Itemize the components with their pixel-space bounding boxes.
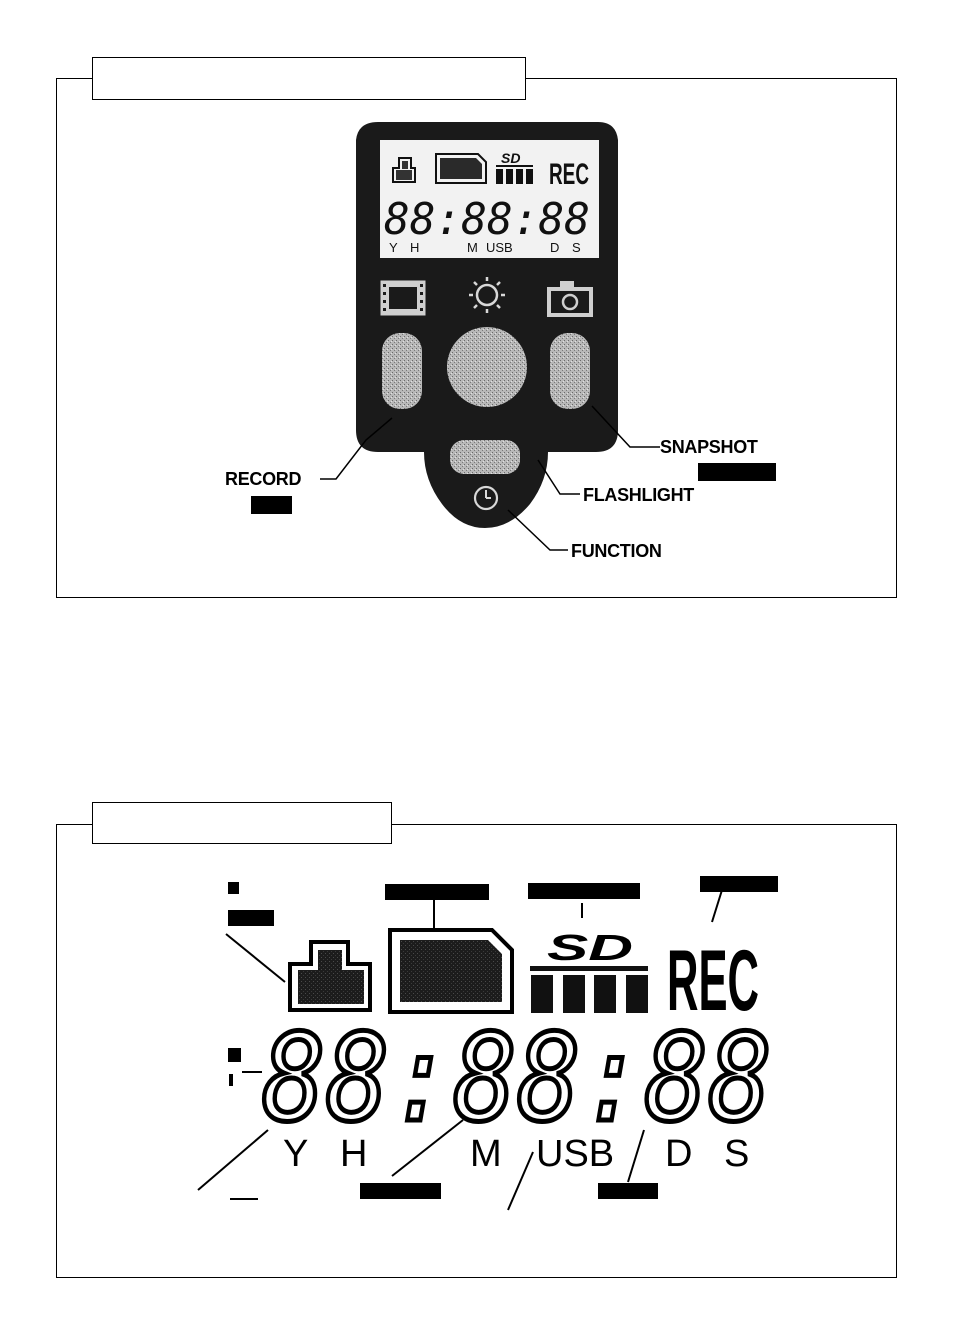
redaction-bar bbox=[598, 1183, 658, 1199]
redaction-bar bbox=[228, 1048, 241, 1062]
unit-h: H bbox=[340, 1133, 367, 1175]
redaction-bar bbox=[528, 883, 640, 899]
sd-logo-icon: SD bbox=[547, 927, 633, 968]
unit-usb: USB bbox=[536, 1133, 614, 1175]
signal-bars-icon bbox=[530, 966, 648, 1013]
unit-d: D bbox=[550, 240, 559, 255]
leader-lines bbox=[320, 405, 660, 551]
figure-2-title-box bbox=[92, 802, 392, 844]
lcd-digits: 88:88:88 bbox=[384, 194, 590, 245]
camera-icon bbox=[547, 281, 593, 317]
unit-usb: USB bbox=[486, 240, 513, 255]
unit-h: H bbox=[410, 240, 419, 255]
film-icon bbox=[380, 280, 426, 316]
redaction-bar bbox=[698, 463, 776, 481]
redaction-bar bbox=[228, 910, 274, 926]
lock-icon bbox=[288, 940, 372, 1012]
record-button[interactable] bbox=[382, 333, 422, 409]
lcd-screen: SD REC 88:88:88 Y H M USB D S bbox=[380, 140, 599, 258]
rec-indicator: REC bbox=[549, 158, 589, 191]
redaction-bar bbox=[385, 884, 489, 900]
snapshot-label: SNAPSHOT bbox=[660, 437, 758, 457]
redaction-bar bbox=[700, 876, 778, 892]
memory-card-icon bbox=[435, 153, 487, 184]
redaction-bar bbox=[228, 882, 239, 894]
unit-y: Y bbox=[389, 240, 398, 255]
leader-lines bbox=[197, 889, 723, 1211]
redaction-bar bbox=[229, 1074, 233, 1086]
unit-s: S bbox=[572, 240, 581, 255]
lcd-digits: 88:88:88 bbox=[262, 1010, 772, 1149]
figure-1-title-box bbox=[92, 57, 526, 100]
flashlight-label: FLASHLIGHT bbox=[583, 485, 694, 505]
redaction-bar bbox=[251, 496, 292, 514]
unit-s: S bbox=[724, 1133, 749, 1175]
lcd-units: Y H M USB D S bbox=[389, 240, 581, 255]
signal-bars-icon bbox=[496, 165, 533, 184]
redaction-bar bbox=[360, 1183, 441, 1199]
lock-icon bbox=[392, 157, 416, 183]
device-illustration: SD REC 88:88:88 Y H M USB D S bbox=[320, 122, 660, 551]
function-label: FUNCTION bbox=[571, 541, 662, 561]
sun-icon bbox=[469, 277, 505, 313]
clock-icon bbox=[473, 485, 499, 511]
rec-indicator: REC bbox=[667, 933, 759, 1029]
sd-logo-text: SD bbox=[547, 927, 633, 968]
sd-logo-icon: SD bbox=[501, 150, 520, 166]
lcd-units: Y H M USB D S bbox=[283, 1133, 749, 1175]
snapshot-button[interactable] bbox=[550, 333, 590, 409]
figure-2-frame bbox=[56, 824, 897, 1278]
sd-logo-text: SD bbox=[501, 150, 520, 166]
unit-m: M bbox=[467, 240, 478, 255]
unit-y: Y bbox=[283, 1133, 308, 1175]
unit-d: D bbox=[665, 1133, 692, 1175]
memory-card-icon bbox=[388, 928, 514, 1014]
center-button[interactable] bbox=[447, 327, 527, 407]
flashlight-button[interactable] bbox=[450, 440, 520, 474]
unit-m: M bbox=[470, 1133, 502, 1175]
record-label: RECORD bbox=[225, 469, 302, 489]
